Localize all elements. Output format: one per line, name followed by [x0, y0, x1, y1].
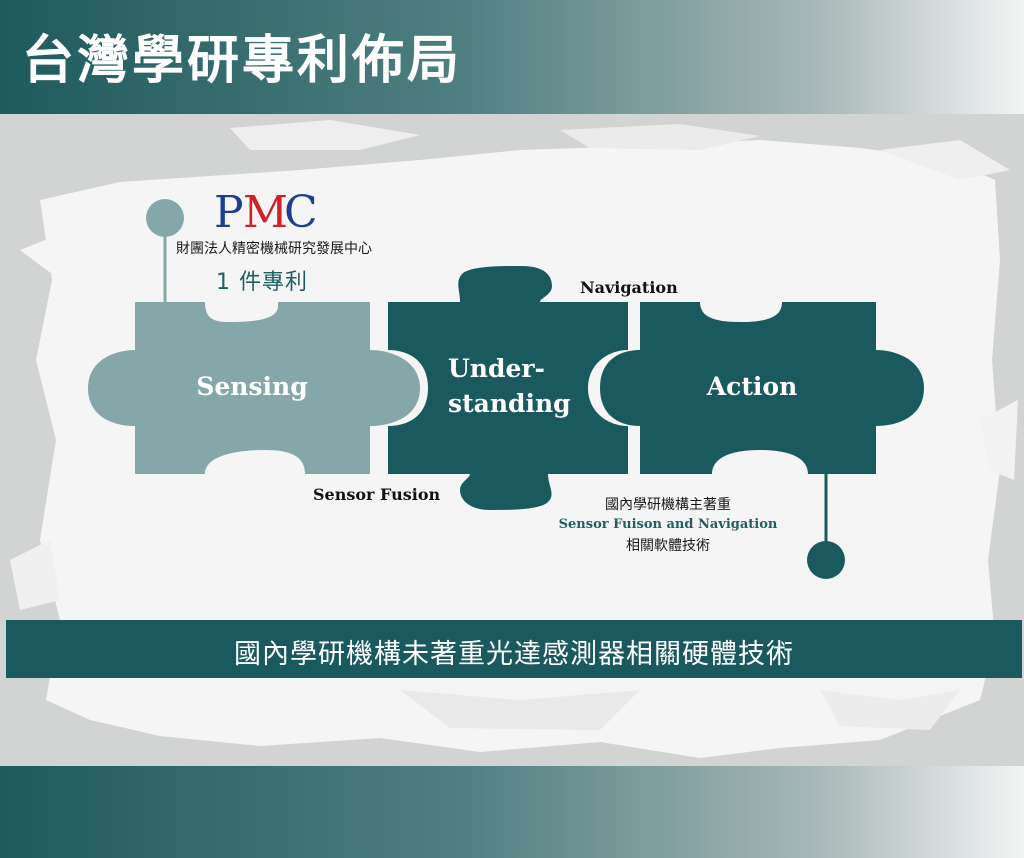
- header-band: 台灣學研專利佈局: [0, 0, 1024, 114]
- svg-text:M: M: [243, 187, 286, 238]
- piece-label-sensing: Sensing: [196, 372, 307, 401]
- pmc-patent-count: 1 件專利: [216, 270, 308, 295]
- svg-text:P: P: [214, 187, 243, 238]
- piece-label-action: Action: [706, 372, 798, 401]
- pmc-org-name: 財團法人精密機械研究發展中心: [176, 241, 372, 257]
- svg-text:C: C: [284, 187, 316, 238]
- pmc-logo: P M C: [214, 187, 318, 238]
- puzzle-piece-understanding: [388, 266, 628, 510]
- piece-label-understanding-1: Under-: [448, 354, 545, 383]
- conclusion-text: 國內學研機構未著重光達感測器相關硬體技術: [234, 639, 794, 670]
- note-line-1: 國內學研機構主著重: [605, 497, 731, 513]
- piece-label-understanding-2: standing: [448, 389, 571, 418]
- sensor-fusion-label: Sensor Fusion: [313, 485, 441, 504]
- footer-band: [0, 766, 1024, 858]
- page-title: 台灣學研專利佈局: [22, 31, 463, 91]
- action-callout-pin: [807, 470, 845, 579]
- note-line-2: Sensor Fuison and Navigation: [558, 517, 778, 532]
- puzzle-piece-sensing: [88, 302, 420, 474]
- puzzle-piece-action: [600, 302, 924, 474]
- conclusion-banner: 國內學研機構未著重光達感測器相關硬體技術: [6, 620, 1022, 678]
- navigation-label: Navigation: [580, 278, 678, 297]
- pmc-callout-pin: [146, 199, 184, 302]
- research-focus-note: 國內學研機構主著重 Sensor Fuison and Navigation 相…: [548, 494, 788, 555]
- note-line-3: 相關軟體技術: [626, 538, 710, 554]
